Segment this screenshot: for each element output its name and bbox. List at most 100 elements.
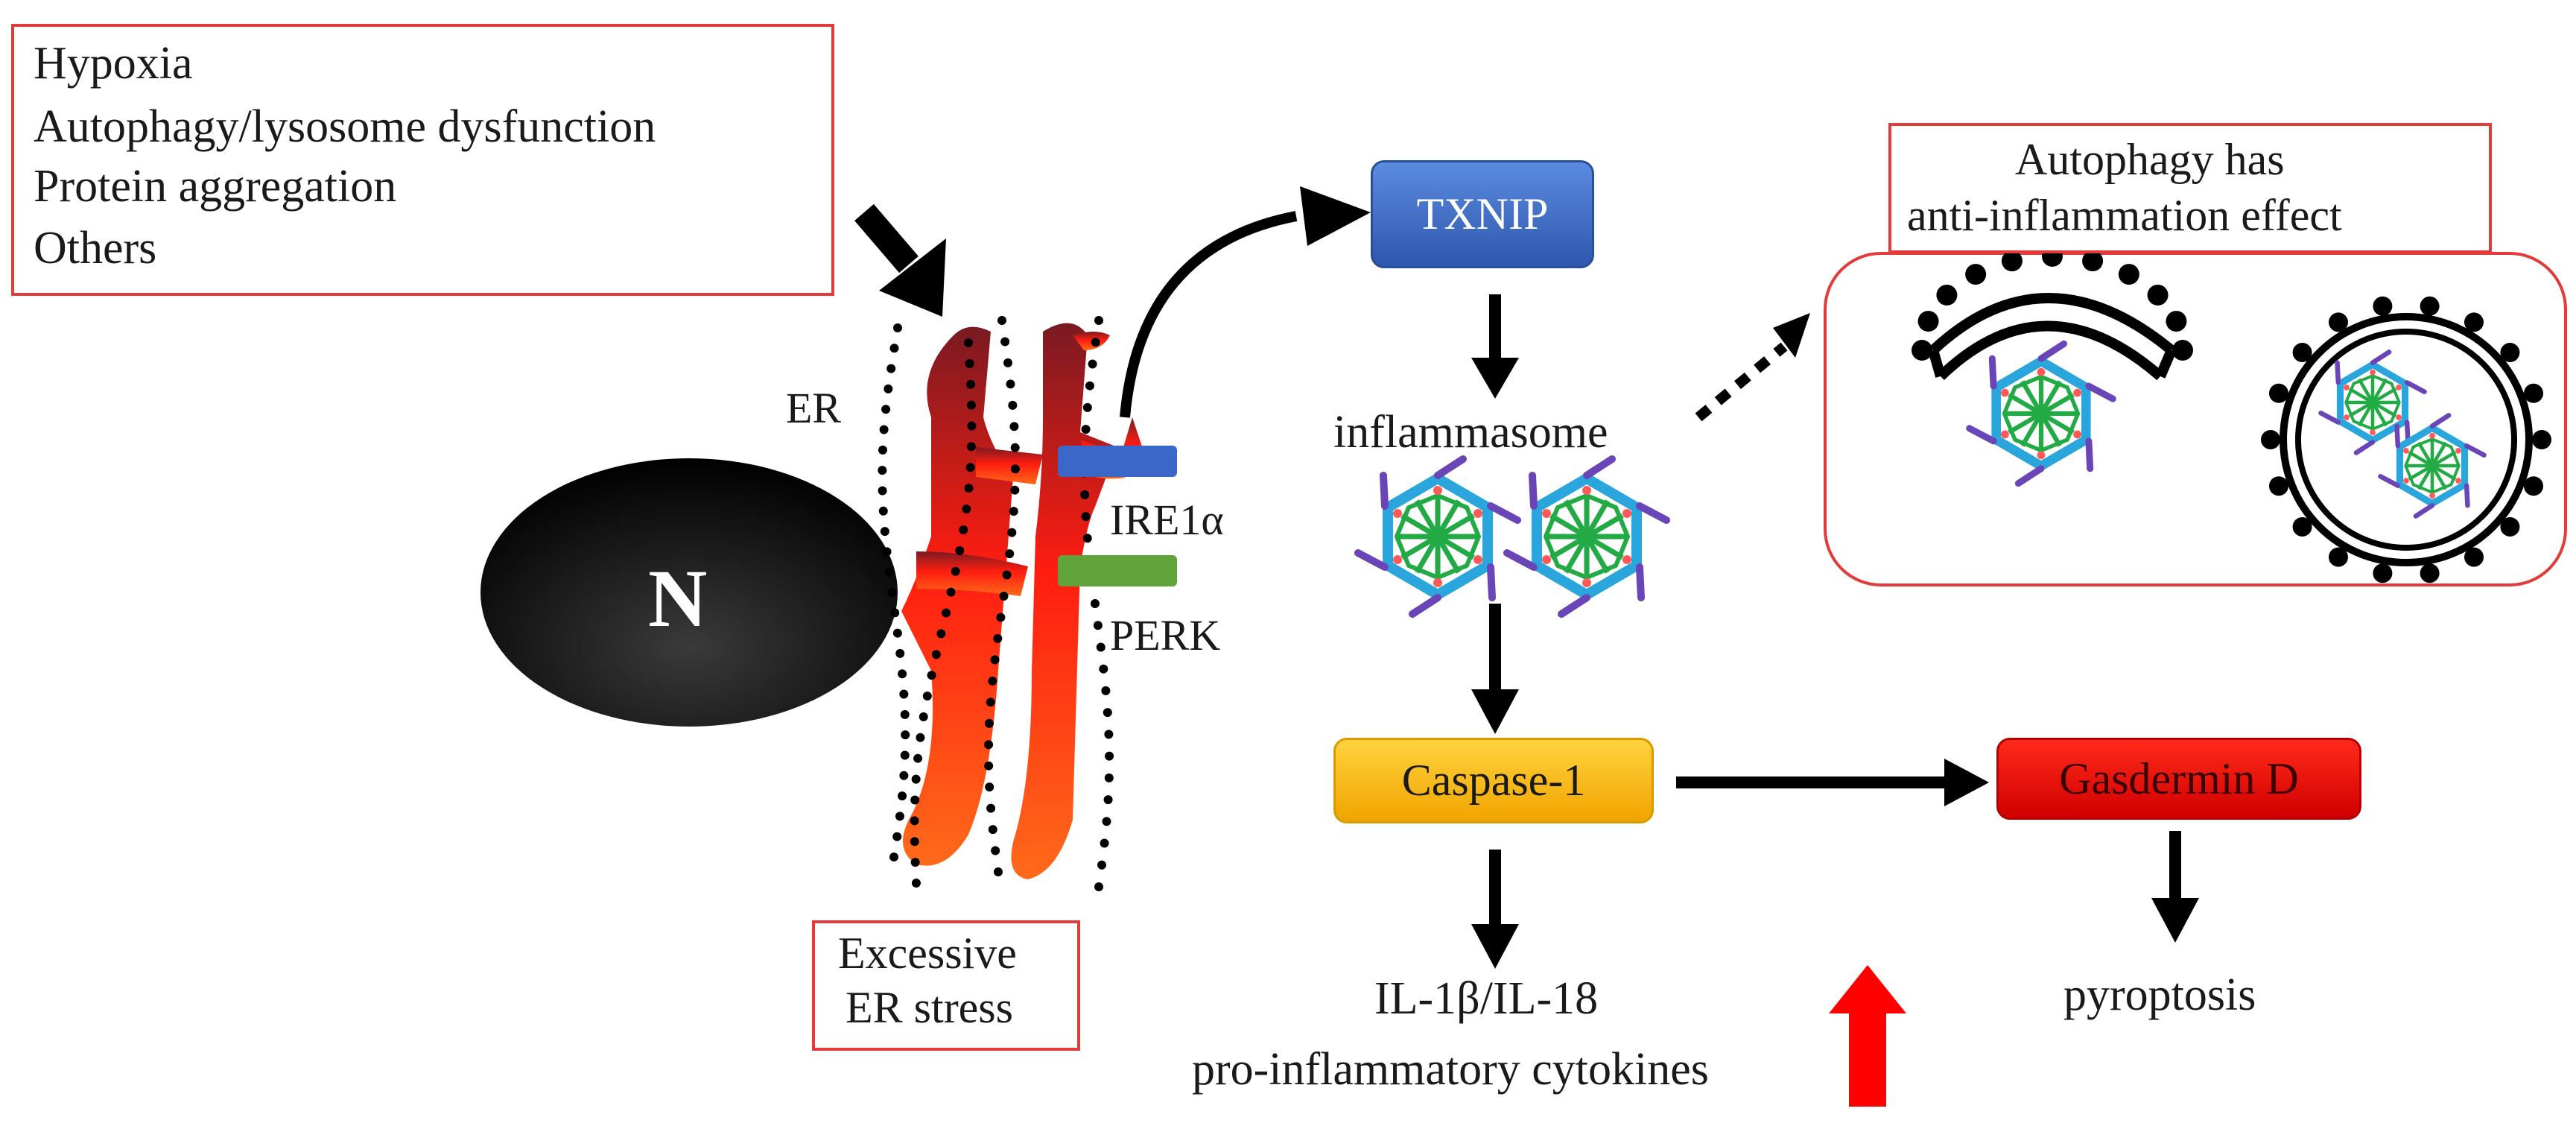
membrane-dot [1080,490,1090,499]
membrane-dot [988,825,997,835]
membrane-dot [2261,430,2280,449]
membrane-dot [911,774,921,784]
trigger-arrow [854,203,946,317]
membrane-dot [898,791,907,801]
membrane-dot [2001,250,2023,272]
membrane-dot [881,405,891,414]
membrane-dot [882,547,892,557]
membrane-dot [892,832,902,841]
membrane-dot [1105,751,1114,761]
membrane-dot [889,344,899,353]
inflammasome-symbol-2 [1507,459,1666,614]
membrane-dot [2500,343,2520,363]
autophagy-title-box [1888,123,2492,253]
membrane-dot [1009,507,1018,516]
membrane-dot [964,338,973,347]
er-stress-box [812,920,1080,1051]
ire1-label: IRE1α [1110,496,1224,544]
membrane-dot [1094,316,1103,325]
membrane-dot [1009,422,1019,431]
membrane-dot [913,753,923,763]
inflammasome-to-caspase-arrow [1471,604,1519,734]
membrane-dot [1085,381,1094,390]
inflammasome-to-autophagy-dotted-arrow [1695,313,1810,422]
membrane-dot [955,545,965,555]
membrane-dot [999,592,1009,601]
membrane-dot [966,400,976,410]
membrane-dot [2082,250,2104,272]
membrane-dot [1917,311,1939,332]
membrane-dot [984,761,994,771]
membrane-dot [2373,563,2393,583]
membrane-dot [2292,516,2312,537]
membrane-dot [2292,343,2312,363]
membrane-dot [942,608,951,618]
membrane-dot [910,837,919,847]
membrane-dot [910,858,920,867]
er-to-txnip-arrowhead [1300,186,1371,246]
membrane-dot [993,867,1003,876]
trigger-item-hypoxia: Hypoxia [34,38,193,89]
membrane-dot [1006,379,1015,389]
increase-up-arrow [1829,965,1906,1107]
membrane-dot [991,846,1000,855]
membrane-dot [1093,621,1103,630]
membrane-dot [2329,547,2348,567]
membrane-dot [965,358,974,368]
phagophore [1912,246,2193,484]
membrane-dot [916,733,925,742]
membrane-dot [901,730,910,740]
autophagosome [2261,296,2551,583]
membrane-dot [927,671,936,680]
membrane-dot [878,445,888,455]
caspase-to-cytokines-arrow [1471,850,1519,969]
er-to-txnip-arrow [1120,211,1298,418]
membrane-dot [966,379,976,389]
membrane-dot [997,316,1006,325]
membrane-dot [2268,476,2288,496]
membrane-dot [2172,340,2193,361]
membrane-dot [878,506,888,516]
cytokines-line2: pro-inflammatory cytokines [1192,1044,1709,1095]
nucleus [480,458,898,727]
membrane-dot [899,689,909,699]
membrane-dot [1082,534,1092,543]
membrane-dot [1104,730,1114,739]
membrane-dot [1091,338,1100,347]
membrane-dot [993,633,1003,643]
membrane-dot [986,698,995,707]
membrane-dot [1081,512,1091,522]
membrane-dot [967,421,977,431]
membrane-dot [1094,882,1104,891]
membrane-dot [1912,340,1932,361]
membrane-dot [2268,383,2288,403]
er-stress-line2: ER stress [846,983,1013,1032]
membrane-dot [899,771,909,780]
membrane-dot [1007,528,1017,537]
membrane-dot [1003,358,1013,367]
perk-bar [1058,555,1177,586]
membrane-dot [966,442,976,452]
membrane-dot [984,718,994,728]
membrane-dot [1103,795,1113,805]
membrane-dot [1010,485,1020,495]
membrane-dot [984,740,994,750]
membrane-dot [2532,430,2551,449]
caspase-box: Caspase-1 [1333,738,1654,823]
membrane-dot [1010,443,1020,452]
membrane-dot [2420,563,2440,583]
trigger-item-others: Others [34,223,157,273]
membrane-dot [2464,312,2484,332]
membrane-dot [1010,464,1020,474]
trigger-box [11,24,834,296]
membrane-dot [879,425,889,434]
gasdermin-to-pyroptosis-arrow [2151,831,2199,943]
membrane-dot [1965,264,1987,285]
membrane-dot [964,484,974,493]
membrane-dot [1096,642,1105,652]
membrane-dot [890,608,900,618]
ire1-bar [1058,446,1177,477]
membrane-dot [931,650,941,660]
perk-label: PERK [1110,611,1221,660]
